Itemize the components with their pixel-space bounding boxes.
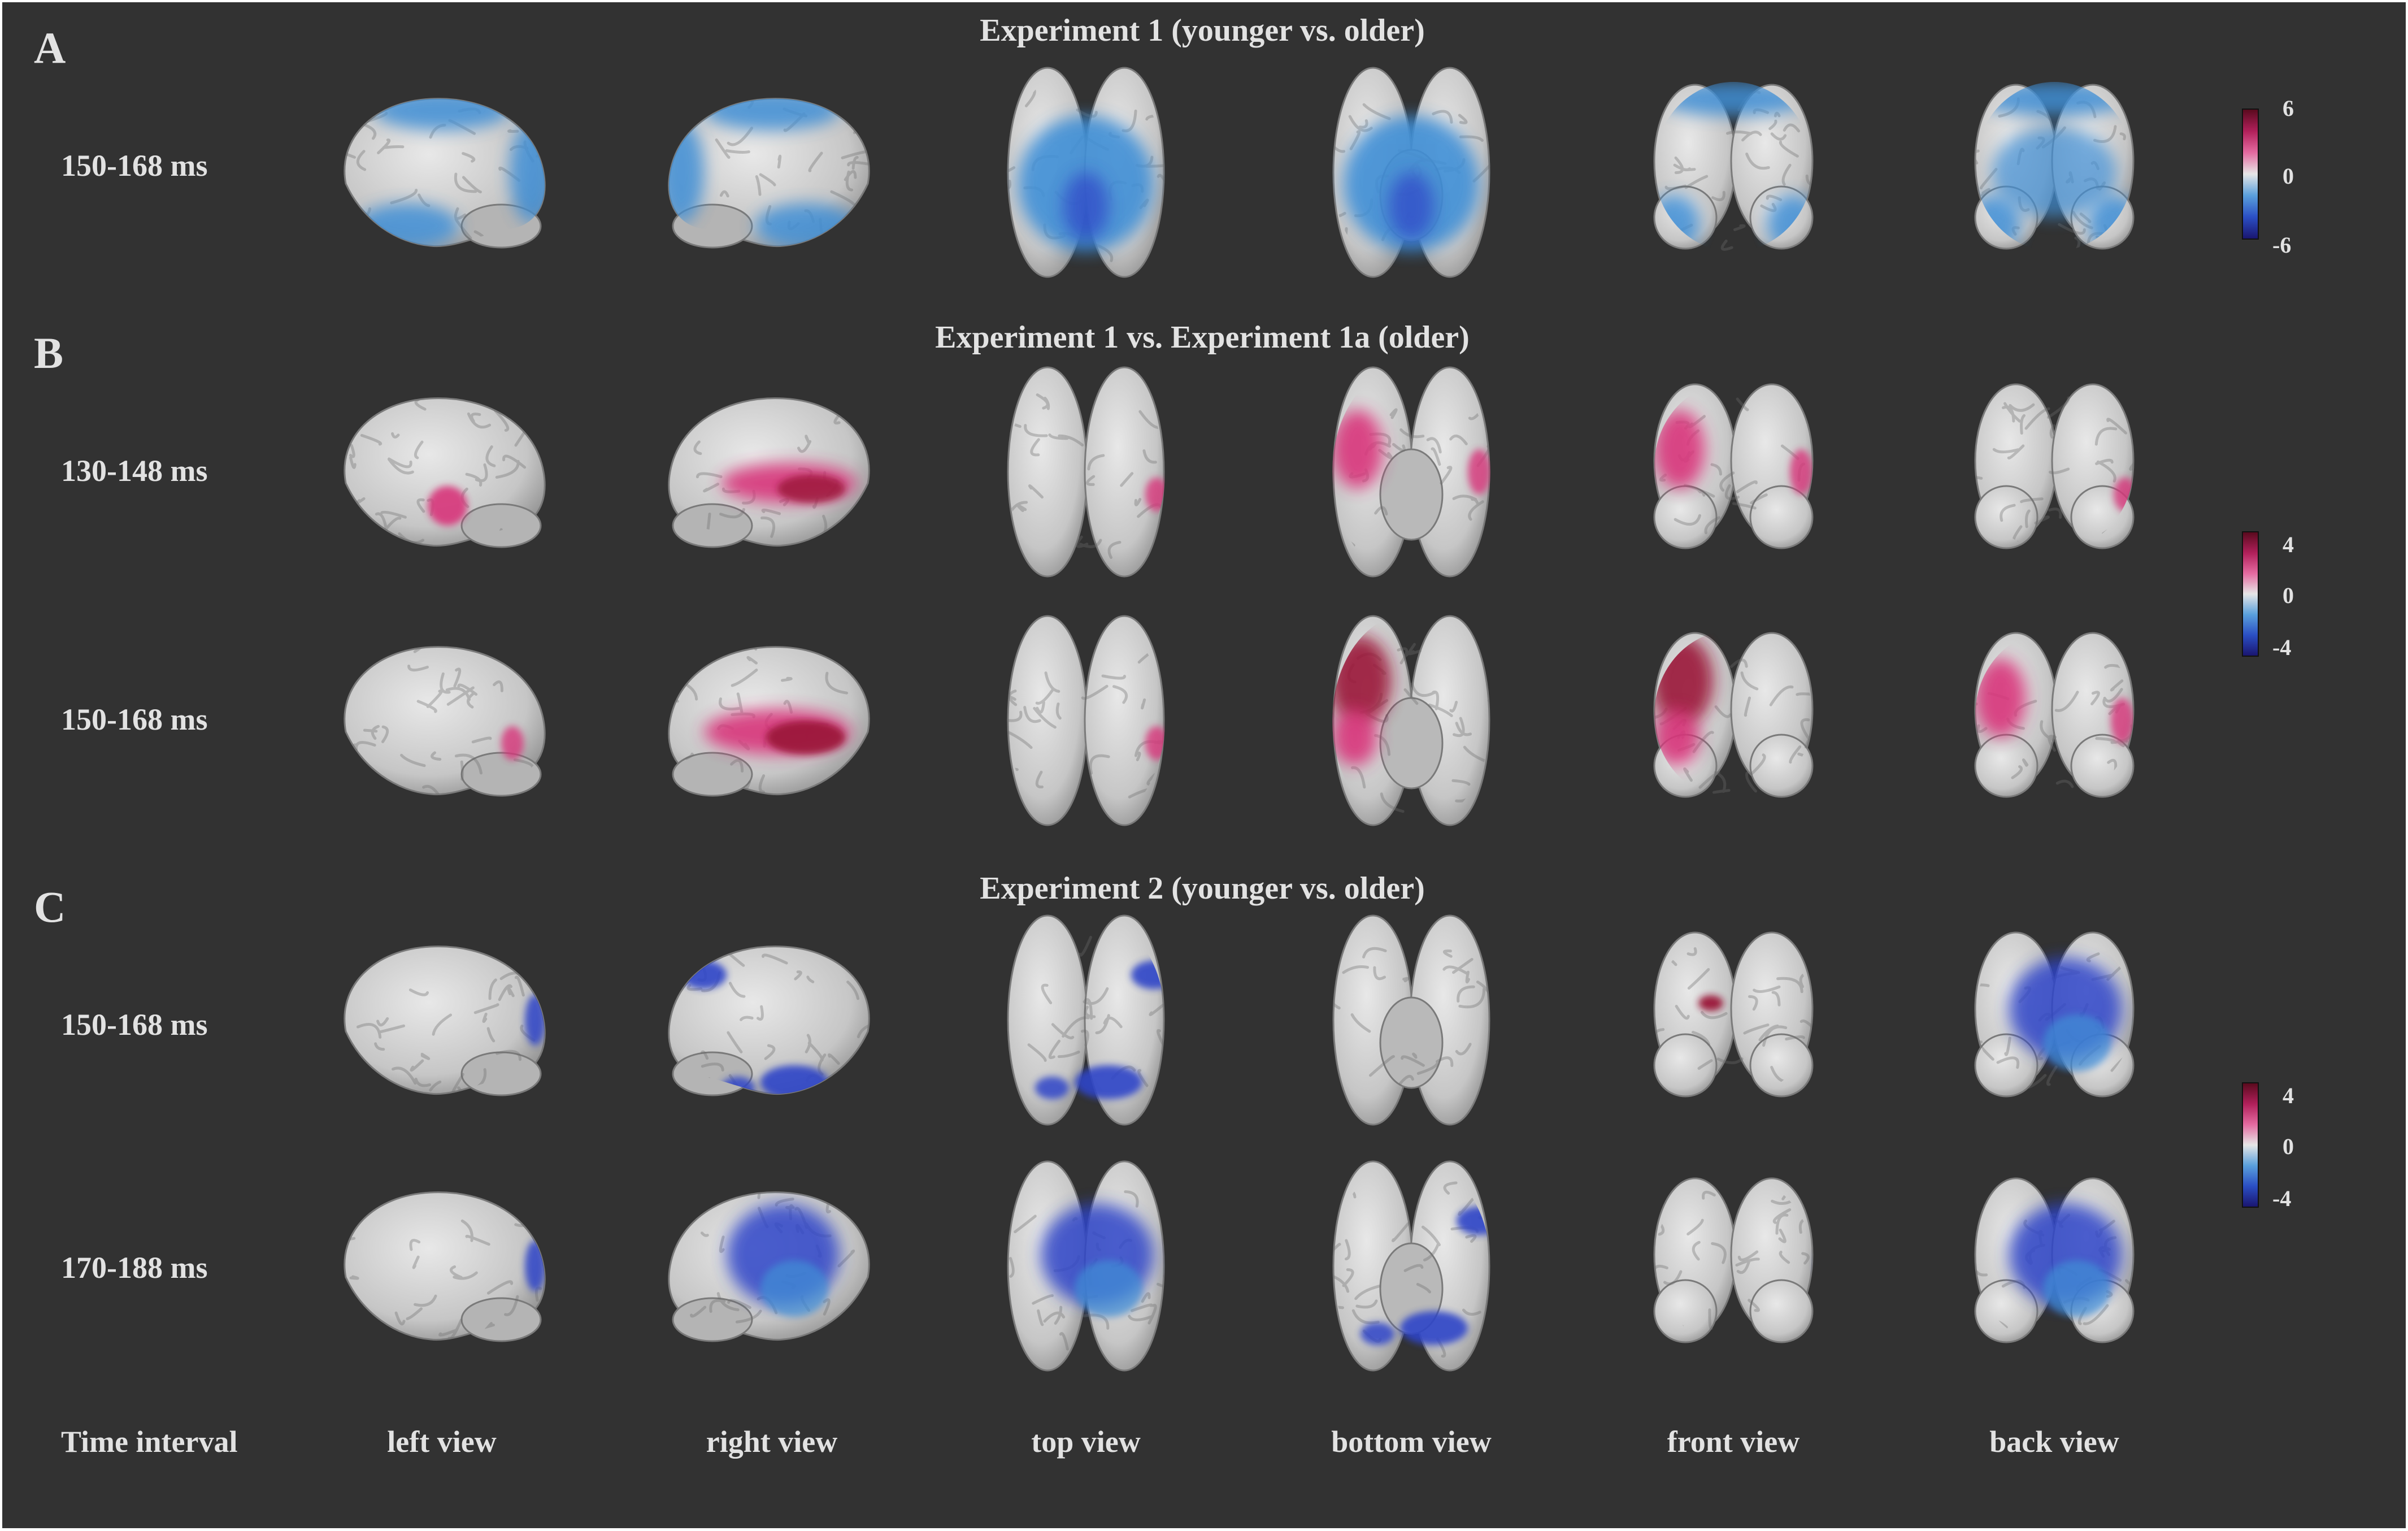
panel-letter-b: B xyxy=(34,328,64,378)
column-label-left-view: left view xyxy=(387,1425,497,1459)
brain-front-view-panel-a-row-1 xyxy=(1653,82,1814,251)
brain-left-view-panel-b-row-2 xyxy=(344,646,546,797)
row-label-a-1: 150-168 ms xyxy=(61,149,208,183)
brain-left-view-panel-c-row-2 xyxy=(344,1191,546,1342)
colorbar-c-max: 4 xyxy=(2283,1083,2294,1108)
colorbar-a-max: 6 xyxy=(2283,96,2294,121)
colorbar-c-mid: 0 xyxy=(2283,1134,2294,1159)
brain-back-view-panel-c-row-1 xyxy=(1974,931,2135,1099)
row-label-c-2: 170-188 ms xyxy=(61,1251,208,1285)
brain-top-view-panel-c-row-2 xyxy=(1007,1160,1165,1372)
brain-front-view-panel-c-row-1 xyxy=(1653,931,1814,1098)
brain-bottom-view-panel-c-row-2 xyxy=(1332,1160,1490,1372)
brain-back-view-panel-b-row-1 xyxy=(1974,383,2135,549)
colorbar-b-max: 4 xyxy=(2283,532,2294,557)
column-label-back-view: back view xyxy=(1989,1425,2119,1459)
brain-top-view-panel-b-row-2 xyxy=(1007,615,1165,826)
colorbar-a-min: -6 xyxy=(2272,232,2292,258)
brain-left-view-panel-c-row-1 xyxy=(344,946,546,1096)
brain-front-view-panel-b-row-2 xyxy=(1653,632,1814,798)
brain-bottom-view-panel-b-row-1 xyxy=(1332,366,1490,578)
brain-top-view-panel-b-row-1 xyxy=(1007,366,1165,578)
column-header-time-interval: Time interval xyxy=(61,1425,238,1459)
brain-right-view-panel-b-row-1 xyxy=(668,397,870,548)
brain-back-view-panel-c-row-2 xyxy=(1974,1177,2135,1343)
colorbar-a xyxy=(2242,109,2259,240)
panel-title-c: Experiment 2 (younger vs. older) xyxy=(980,871,1425,906)
colorbar-b xyxy=(2242,531,2259,657)
colorbar-b-min: -4 xyxy=(2272,635,2292,660)
brain-left-view-panel-b-row-1 xyxy=(344,397,546,548)
brain-right-view-panel-a-row-1 xyxy=(668,98,870,249)
colorbar-c xyxy=(2242,1082,2259,1208)
colorbar-a-mid: 0 xyxy=(2283,163,2294,189)
panel-letter-c: C xyxy=(34,882,66,931)
column-label-front-view: front view xyxy=(1667,1425,1800,1459)
brain-left-view-panel-a-row-1 xyxy=(344,98,546,249)
colorbar-c-min: -4 xyxy=(2272,1186,2292,1211)
brain-right-view-panel-b-row-2 xyxy=(668,646,870,797)
brain-top-view-panel-a-row-1 xyxy=(1007,67,1165,278)
panel-title-a: Experiment 1 (younger vs. older) xyxy=(980,13,1425,48)
row-label-b-2: 150-168 ms xyxy=(61,702,208,736)
brain-back-view-panel-a-row-1 xyxy=(1974,82,2135,251)
column-label-right-view: right view xyxy=(706,1425,838,1459)
brain-bottom-view-panel-c-row-1 xyxy=(1332,914,1490,1126)
colorbar-b-mid: 0 xyxy=(2283,583,2294,608)
brain-bottom-view-panel-a-row-1 xyxy=(1332,67,1490,278)
brain-back-view-panel-b-row-2 xyxy=(1974,632,2135,798)
brain-right-view-panel-c-row-2 xyxy=(668,1191,870,1342)
brain-top-view-panel-c-row-1 xyxy=(1007,914,1165,1126)
column-label-top-view: top view xyxy=(1031,1425,1141,1459)
panel-letter-a: A xyxy=(34,23,66,72)
brain-front-view-panel-c-row-2 xyxy=(1653,1177,1814,1343)
column-label-bottom-view: bottom view xyxy=(1331,1425,1492,1459)
panel-title-b: Experiment 1 vs. Experiment 1a (older) xyxy=(935,320,1470,355)
row-label-b-1: 130-148 ms xyxy=(61,454,208,488)
row-label-c-1: 150-168 ms xyxy=(61,1008,208,1042)
brain-right-view-panel-c-row-1 xyxy=(668,946,870,1096)
brain-front-view-panel-b-row-1 xyxy=(1653,383,1814,549)
brain-bottom-view-panel-b-row-2 xyxy=(1332,615,1490,826)
